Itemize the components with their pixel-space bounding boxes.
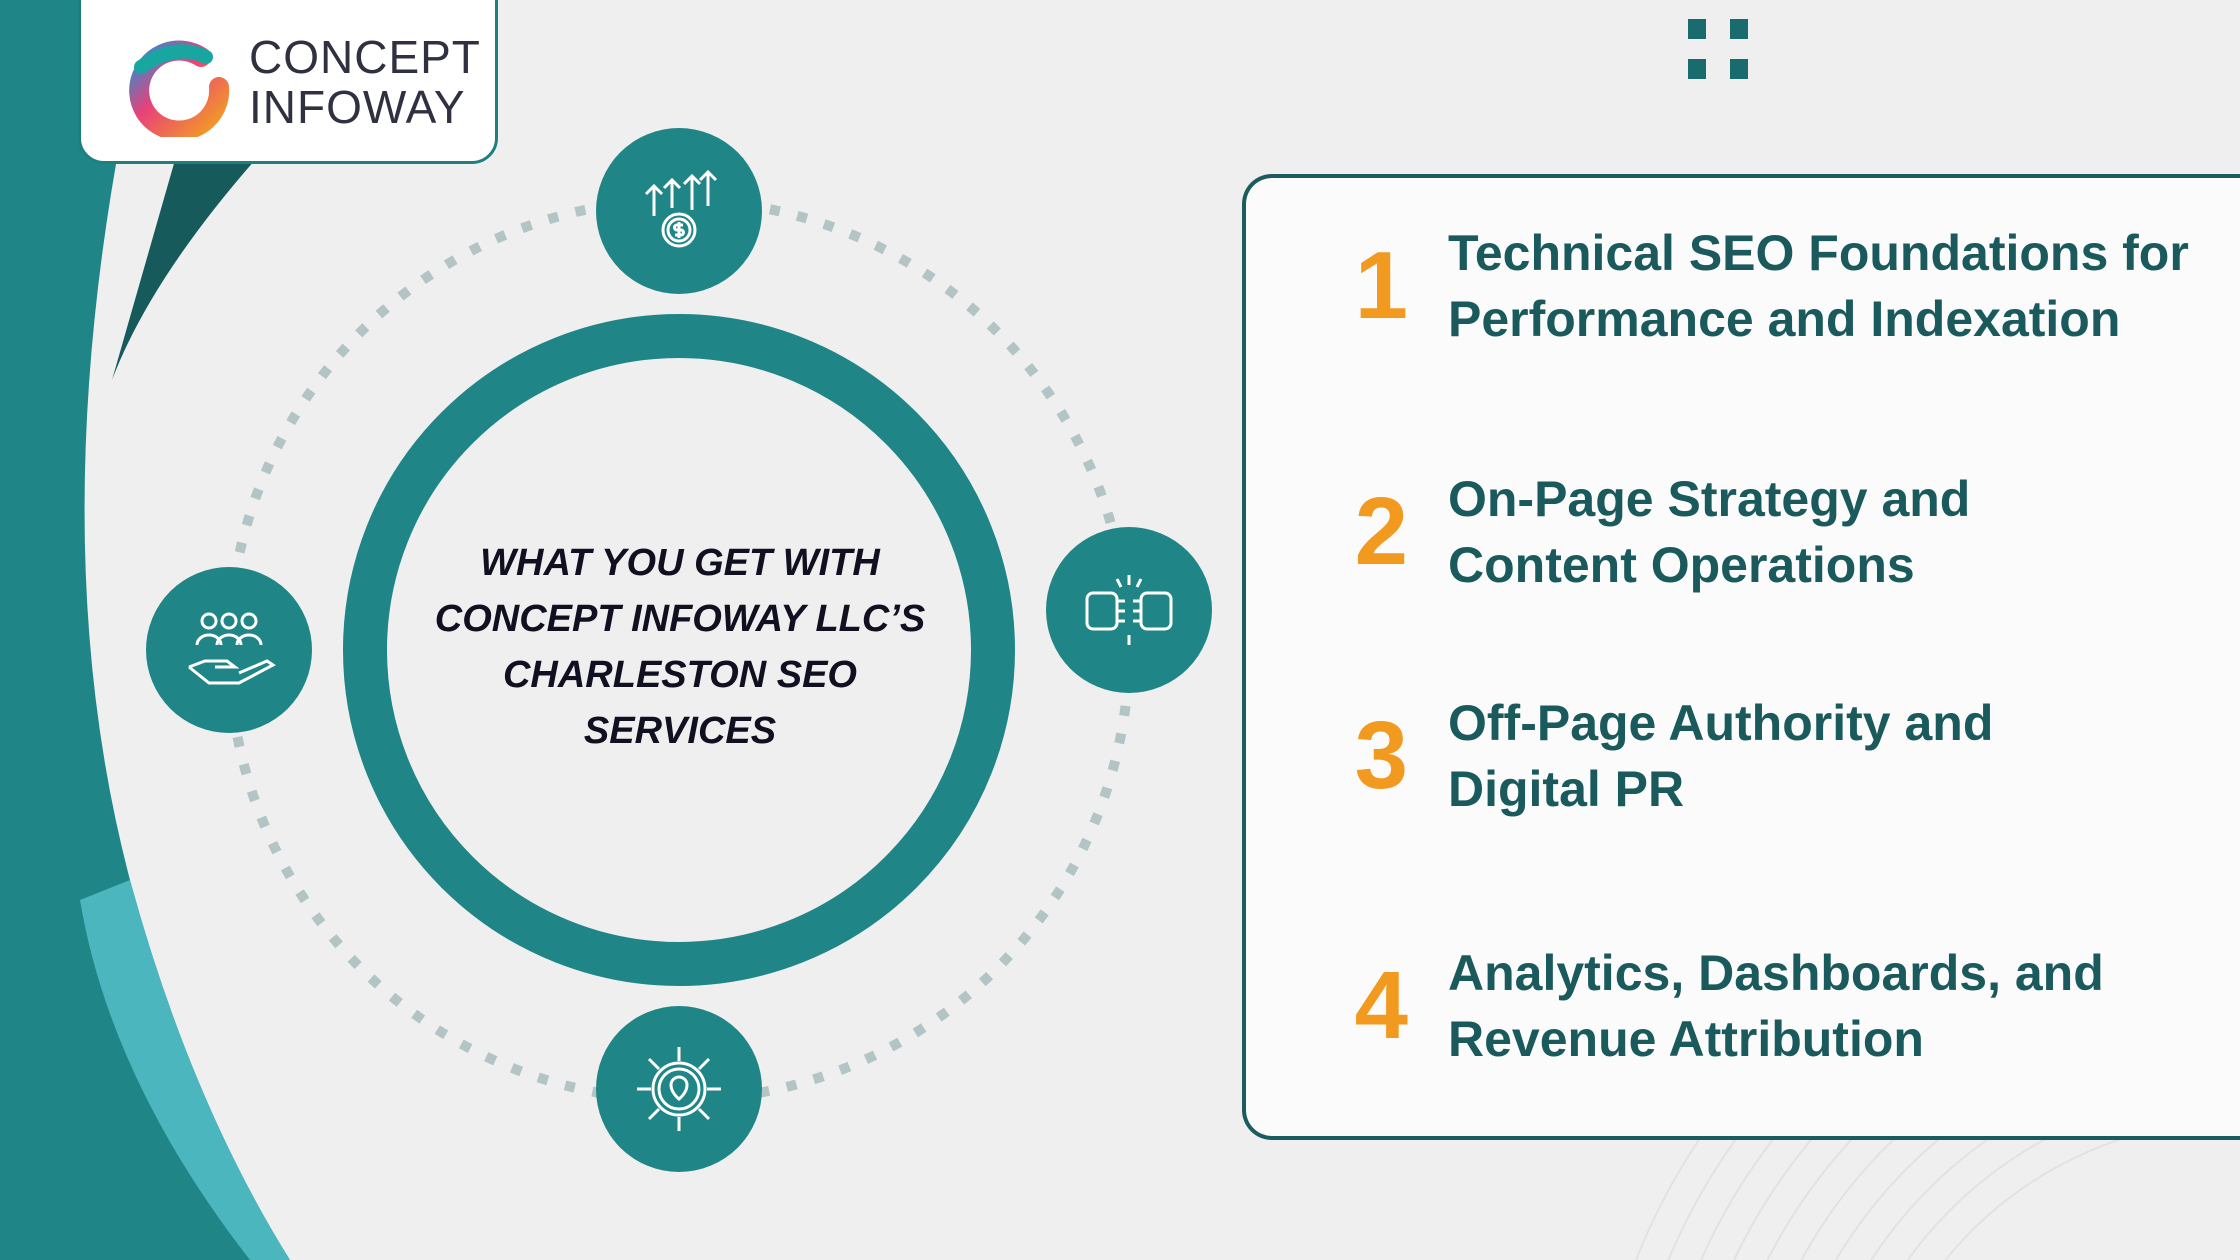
center-title: WHAT YOU GET WITH CONCEPT INFOWAY LLC’S … — [434, 542, 926, 752]
logo-line-2: INFOWAY — [249, 81, 466, 133]
list-item: 3 Off-Page Authority and Digital PR — [1246, 690, 2108, 822]
item-title: Analytics, Dashboards, and Revenue Attri… — [1448, 945, 2104, 1067]
item-number: 3 — [1354, 702, 1408, 809]
list-item: 4 Analytics, Dashboards, and Revenue Att… — [1246, 940, 2128, 1072]
item-number: 2 — [1354, 478, 1408, 585]
logo-mark-icon — [129, 40, 230, 137]
item-title: On-Page Strategy and Content Operations — [1448, 471, 1971, 593]
item-number: 4 — [1354, 952, 1408, 1059]
item-title: Off-Page Authority and Digital PR — [1448, 695, 1994, 817]
global-location-icon — [596, 1006, 762, 1172]
item-number: 1 — [1354, 232, 1408, 339]
services-card: 1 Technical SEO Foundations for Performa… — [1242, 174, 2240, 1140]
grid-dots-icon — [1688, 19, 1748, 79]
logo-line-1: CONCEPT — [249, 31, 481, 83]
center-ring — [343, 314, 1015, 986]
revenue-growth-icon — [596, 128, 762, 294]
list-item: 1 Technical SEO Foundations for Performa… — [1246, 220, 2240, 352]
community-hand-icon — [146, 567, 312, 733]
item-title: Technical SEO Foundations for Performanc… — [1448, 225, 2189, 347]
list-item: 2 On-Page Strategy and Content Operation… — [1246, 466, 2088, 598]
fist-bump-icon — [1046, 527, 1212, 693]
decorative-arc — [1944, 1119, 2240, 1260]
logo: CONCEPT INFOWAY — [78, 0, 498, 164]
